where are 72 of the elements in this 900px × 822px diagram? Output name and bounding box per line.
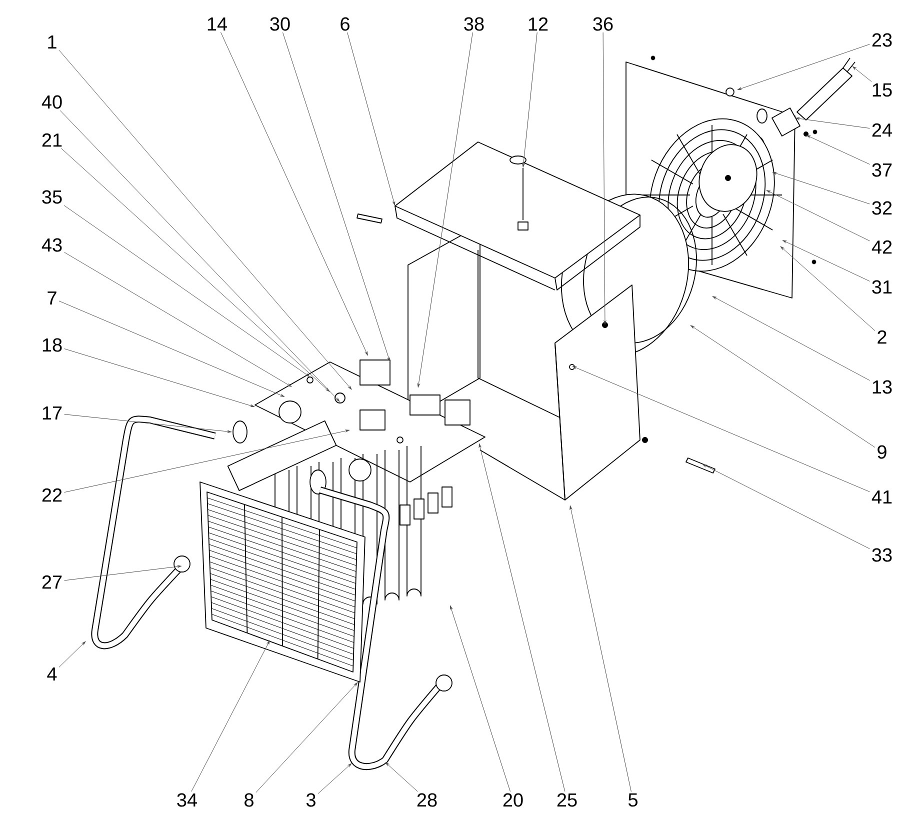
callout-number: 7 [48, 291, 56, 305]
callout-number: 27 [42, 575, 62, 589]
leader-line [766, 190, 870, 242]
callout-number: 3 [306, 793, 316, 807]
leader-line [478, 444, 566, 792]
callout-number: 2 [878, 330, 886, 344]
callout-number: 9 [878, 445, 886, 459]
leader-line [385, 762, 418, 792]
callout-number: 42 [872, 240, 892, 254]
callout-number: 34 [177, 793, 197, 807]
leader-line [60, 110, 340, 402]
callout-number: 15 [872, 83, 892, 97]
callout-number: 22 [42, 488, 62, 502]
leader-line [780, 246, 876, 332]
leader-line [282, 32, 390, 362]
leader-line [347, 32, 396, 206]
callout-number: 14 [208, 17, 227, 31]
leader-line [738, 44, 870, 90]
leader-line [64, 414, 232, 433]
leader-line [602, 32, 606, 324]
callout-number: 8 [244, 793, 254, 807]
callout-number: 32 [872, 201, 892, 215]
callout-number: 4 [47, 667, 57, 681]
leader-line [772, 172, 870, 204]
leader-line [522, 32, 538, 168]
callout-number: 33 [872, 548, 892, 562]
callout-number: 43 [42, 238, 62, 252]
leader-line [64, 430, 350, 493]
leader-line [782, 240, 870, 282]
leader-line [58, 641, 86, 668]
callout-number: 13 [872, 380, 892, 394]
callout-number: 40 [42, 95, 62, 109]
callout-number: 12 [528, 17, 548, 31]
callout-number: 17 [42, 406, 62, 420]
callout-number: 6 [340, 17, 350, 31]
callout-number: 36 [593, 17, 613, 31]
leader-line [852, 66, 872, 82]
callout-number: 30 [270, 17, 290, 31]
leader-line [220, 32, 368, 356]
callout-number: 1 [48, 35, 56, 49]
leader-line [712, 296, 870, 381]
callout-number: 31 [872, 280, 892, 294]
leader-line [806, 135, 870, 165]
leader-line [58, 300, 284, 397]
callout-number: 25 [557, 793, 577, 807]
leader-line [58, 50, 352, 390]
callout-number: 28 [417, 793, 437, 807]
leader-line [690, 325, 876, 448]
leader-line [796, 117, 870, 129]
callout-number: 38 [464, 17, 484, 31]
callout-number: 20 [503, 793, 523, 807]
leader-line [64, 252, 292, 387]
leader-line [60, 148, 330, 392]
callout-number: 5 [628, 793, 638, 807]
callout-number: 18 [42, 338, 62, 352]
leader-line [256, 682, 358, 793]
callout-number: 41 [872, 490, 892, 504]
callout-number: 37 [872, 163, 892, 177]
callout-number: 21 [42, 133, 62, 147]
leader-line [318, 763, 352, 794]
callout-number: 24 [872, 123, 892, 137]
leader-line [64, 348, 254, 407]
leader-line [570, 506, 632, 792]
leader-line [191, 640, 270, 792]
callout-number: 35 [42, 190, 62, 204]
leader-line [417, 32, 473, 388]
leader-line [64, 205, 310, 377]
leader-line [450, 606, 511, 792]
callout-number: 23 [872, 33, 892, 47]
leader-line [572, 366, 870, 492]
leader-line [64, 565, 182, 581]
leader-line [702, 464, 870, 550]
